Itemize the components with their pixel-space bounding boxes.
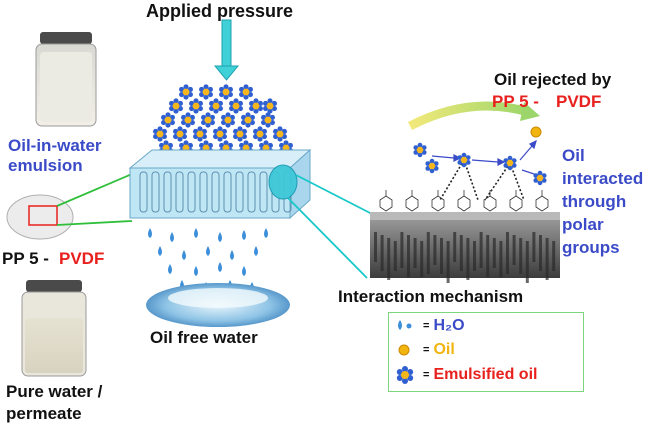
emulsified-oil-droplet-icon xyxy=(249,98,263,114)
pure-water-label: Pure water / xyxy=(6,382,103,401)
emulsified-oil-droplet-icon xyxy=(161,112,175,128)
emulsified-oil-droplet-icon xyxy=(193,126,207,142)
emulsified-oil-droplet-icon xyxy=(201,112,215,128)
emulsified-oil-droplet-icon xyxy=(261,112,275,128)
pp5-label: PP 5 - xyxy=(2,249,49,268)
emulsified-oil-droplet-icon xyxy=(153,126,167,142)
water-droplet-icon xyxy=(254,246,258,256)
emulsified-oil-droplet-icon xyxy=(233,126,247,142)
mechanism-emulsion-droplets xyxy=(413,142,547,186)
emulsified-oil-droplet-icon xyxy=(181,112,195,128)
emulsified-oil-droplet-icon xyxy=(229,98,243,114)
oil-interacted-line-2: interacted xyxy=(562,169,644,188)
interaction-flow-arrows xyxy=(431,139,541,177)
oil-interacted-line-1: Oil xyxy=(562,146,585,165)
legend-eq-3: = xyxy=(423,369,430,381)
water-droplet-icon xyxy=(158,246,162,256)
water-droplet-icon xyxy=(218,262,222,272)
legend-row-oil: = Oil xyxy=(395,341,455,359)
water-droplet-icon xyxy=(218,232,222,242)
water-droplet-icon xyxy=(230,250,234,260)
oil-rejected-pp5-label: PP 5 - xyxy=(492,92,539,111)
legend-row-emulsified: = Emulsified oil xyxy=(395,365,537,385)
water-droplet-icon xyxy=(398,320,412,330)
emulsified-oil-droplet-icon xyxy=(425,158,439,174)
emulsified-oil-droplet-icon xyxy=(396,366,414,384)
water-droplet-icon xyxy=(168,264,172,274)
legend-eq-2: = xyxy=(423,344,430,356)
oil-rejected-arrow xyxy=(407,101,540,130)
down-arrow-icon xyxy=(213,19,240,81)
emulsified-oil-droplet-icon xyxy=(221,112,235,128)
legend-row-h2o: = H₂O xyxy=(395,317,465,335)
emulsion-label: emulsion xyxy=(8,156,83,175)
oil-in-water-label: Oil-in-water xyxy=(8,136,102,155)
interaction-mechanism-label: Interaction mechanism xyxy=(338,287,524,306)
membrane-zoom-circle xyxy=(268,164,298,200)
applied-pressure-label: Applied pressure xyxy=(146,1,294,21)
emulsified-oil-droplet-icon xyxy=(413,142,427,158)
legend-box: = H₂O = Oil = Emulsified oil xyxy=(388,312,584,392)
permeate-jar xyxy=(21,280,87,377)
zoom-connector-lines xyxy=(287,174,373,279)
emulsified-oil-droplet-icon xyxy=(173,126,187,142)
oil-interacted-line-3: through xyxy=(562,192,627,211)
disc-connector-lines xyxy=(56,173,133,226)
emulsified-oil-droplet-icon xyxy=(263,98,277,114)
emulsified-oil-droplet-icon xyxy=(213,126,227,142)
water-droplet-icon xyxy=(182,250,186,260)
water-droplet-icon xyxy=(194,266,198,276)
polar-group-structures xyxy=(379,190,549,212)
oil-droplet-icon xyxy=(530,126,542,138)
membrane-cross-section-image xyxy=(370,212,560,283)
emulsified-oil-droplet-icon xyxy=(239,84,253,100)
water-droplet-icon xyxy=(242,266,246,276)
emulsified-oil-droplet-icon xyxy=(209,98,223,114)
water-droplets xyxy=(148,228,268,292)
oil-rejected-label: Oil rejected by xyxy=(494,70,612,89)
pvdf-label: PVDF xyxy=(59,249,105,268)
oil-interacted-line-4: polar xyxy=(562,215,604,234)
emulsion-jar xyxy=(35,32,97,127)
emulsified-oil-droplet-icon xyxy=(533,170,547,186)
permeate-label: permeate xyxy=(6,404,82,423)
emulsified-oil-droplet-icon xyxy=(189,98,203,114)
water-droplet-icon xyxy=(264,228,268,238)
emulsified-oil-droplet-icon xyxy=(241,112,255,128)
water-droplet-icon xyxy=(242,230,246,240)
legend-eq-1: = xyxy=(423,320,430,332)
legend-h2o-label: H₂O xyxy=(433,317,465,334)
water-droplet-icon xyxy=(170,232,174,242)
emulsified-oil-droplet-icon xyxy=(169,98,183,114)
oil-free-water-label: Oil free water xyxy=(150,328,258,347)
oil-rejected-pvdf-label: PVDF xyxy=(556,92,602,111)
emulsified-oil-droplet-icon xyxy=(457,152,471,168)
emulsified-oil-droplet-icon xyxy=(503,155,517,171)
oil-interacted-line-5: groups xyxy=(562,238,620,257)
emulsified-oil-droplet-icon xyxy=(219,84,233,100)
water-splash xyxy=(146,283,290,327)
emulsified-oil-droplet-icon xyxy=(179,84,193,100)
oil-droplet-icon xyxy=(398,344,410,356)
water-droplet-icon xyxy=(148,228,152,238)
emulsified-oil-droplet-icon xyxy=(253,126,267,142)
legend-oil-label: Oil xyxy=(433,341,455,358)
membrane-sample-disc xyxy=(6,194,74,240)
emulsified-oil-droplet-icon xyxy=(273,126,287,142)
water-droplet-icon xyxy=(194,228,198,238)
water-droplet-icon xyxy=(206,246,210,256)
interaction-dotted-lines xyxy=(439,159,525,201)
emulsified-oil-droplet-icon xyxy=(199,84,213,100)
legend-emulsified-label: Emulsified oil xyxy=(433,366,538,383)
